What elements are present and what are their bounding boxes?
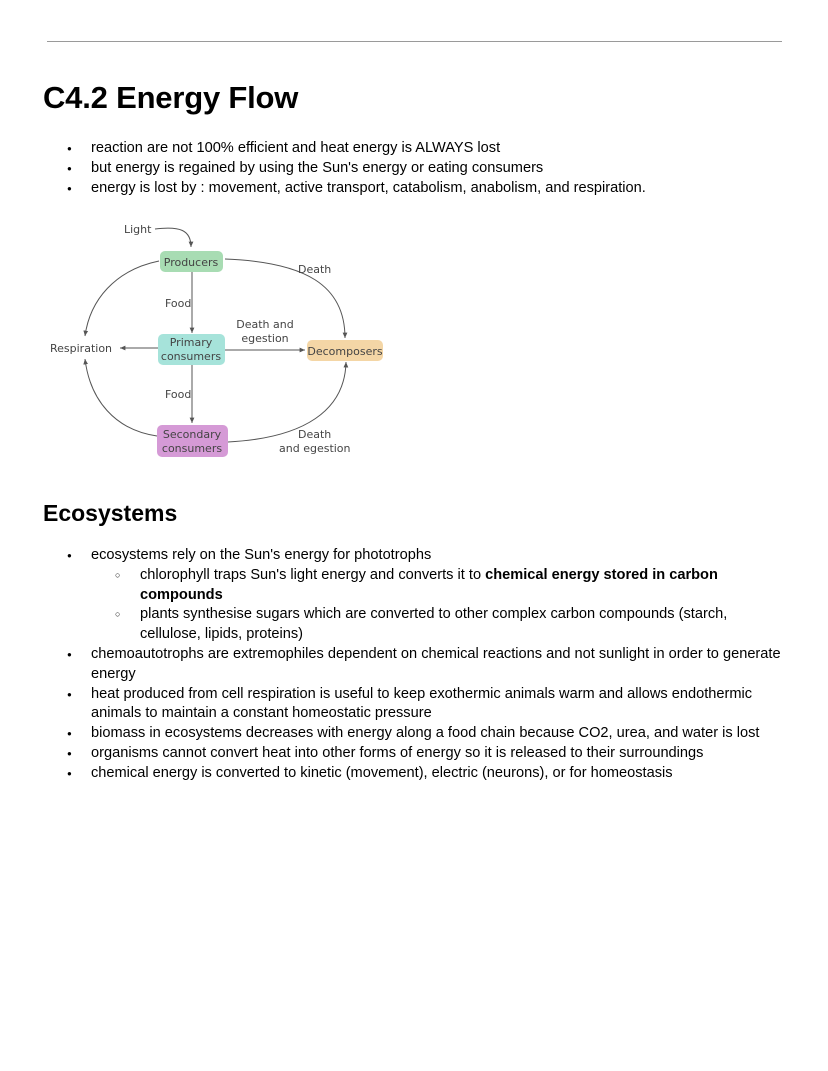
primary-consumers-box: [158, 334, 225, 365]
ecosystems-bullet-list: ecosystems rely on the Sun's energy for …: [0, 546, 828, 784]
respiration-label: Respiration: [50, 342, 112, 355]
list-item: energy is lost by : movement, active tra…: [0, 179, 828, 199]
sub-list-item: plants synthesise sugars which are conve…: [0, 605, 828, 645]
list-item: but energy is regained by using the Sun'…: [0, 159, 828, 179]
list-item: ecosystems rely on the Sun's energy for …: [0, 546, 828, 566]
decomposers-box: [307, 340, 383, 361]
food-label-upper: Food: [165, 297, 191, 310]
death-egestion-label-bot-1: Death: [298, 428, 331, 441]
death-egestion-label-mid-2: egestion: [241, 332, 288, 345]
producers-label: Producers: [164, 256, 219, 269]
producers-to-decomposers-arrow: [224, 258, 348, 339]
intro-bullet-list: reaction are not 100% efficient and heat…: [0, 139, 828, 198]
sub-list-item: chlorophyll traps Sun's light energy and…: [0, 566, 828, 606]
food-label-lower: Food: [165, 388, 191, 401]
list-item: heat produced from cell respiration is u…: [0, 685, 828, 725]
primary-label-line2: consumers: [161, 350, 221, 363]
secondary-to-decomposers-arrow: [227, 361, 349, 443]
sub-item-text: chlorophyll traps Sun's light energy and…: [140, 566, 486, 583]
list-item: reaction are not 100% efficient and heat…: [0, 139, 828, 159]
producers-box: [160, 251, 223, 272]
secondary-to-respiration-arrow: [83, 358, 158, 437]
light-arrow: [154, 227, 194, 248]
primary-label-line1: Primary: [170, 336, 213, 349]
top-divider: [47, 41, 782, 42]
list-item: chemical energy is converted to kinetic …: [0, 764, 828, 784]
secondary-label-line1: Secondary: [163, 428, 222, 441]
secondary-consumers-box: [157, 425, 228, 457]
decomposers-label: Decomposers: [307, 345, 382, 358]
death-egestion-label-mid-1: Death and: [236, 318, 293, 331]
light-label: Light: [124, 223, 152, 236]
page-title: C4.2 Energy Flow: [43, 80, 299, 115]
secondary-label-line2: consumers: [162, 442, 222, 455]
list-item: biomass in ecosystems decreases with ene…: [0, 724, 828, 744]
list-item: chemoautotrophs are extremophiles depend…: [0, 645, 828, 685]
producers-to-respiration-arrow: [83, 260, 160, 337]
sub-item-bold-text: chemical energy stored in carbon compoun…: [140, 566, 718, 603]
death-egestion-label-bot-2: and egestion: [279, 442, 351, 455]
section-heading: Ecosystems: [43, 500, 178, 526]
list-item: organisms cannot convert heat into other…: [0, 744, 828, 764]
death-label-top: Death: [298, 263, 331, 276]
energy-flow-diagram: Light Producers Primary consumers Second…: [50, 223, 383, 457]
